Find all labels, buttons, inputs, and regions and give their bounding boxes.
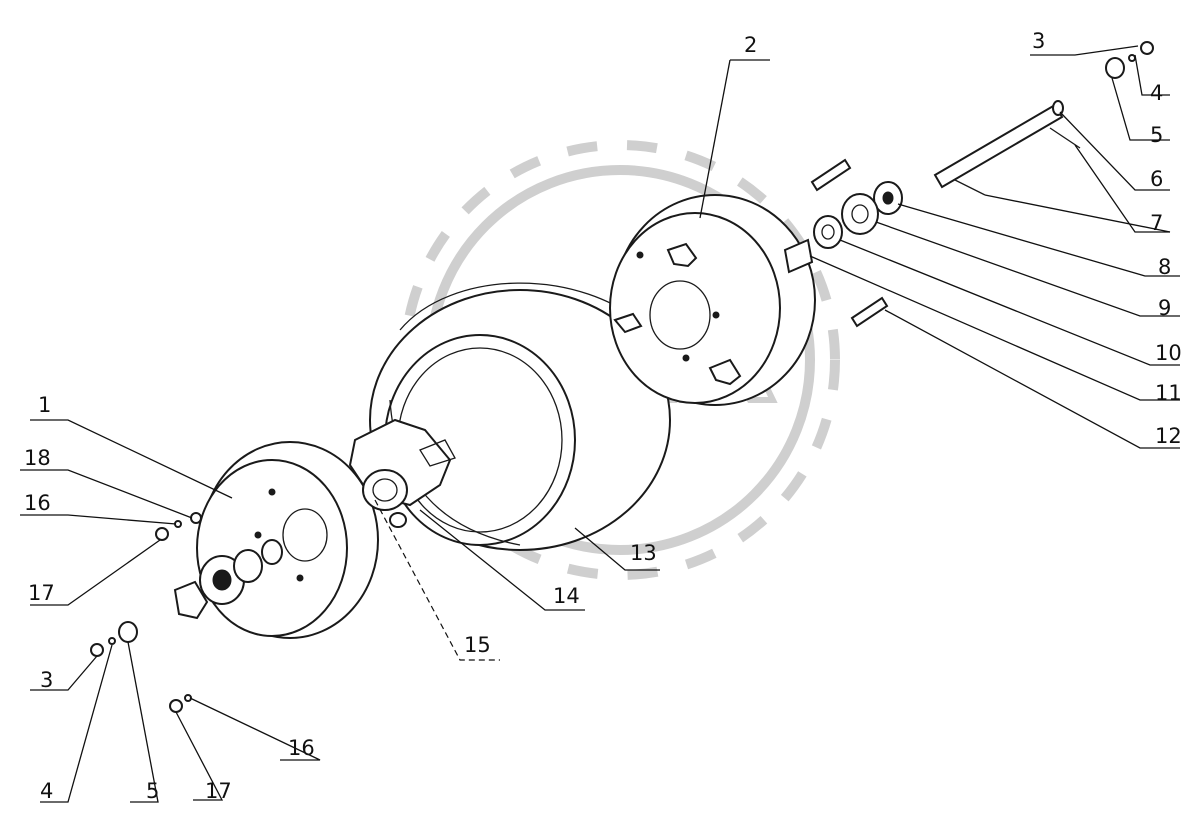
callout-4-left: 4	[40, 779, 53, 803]
callout-10: 10	[1155, 341, 1182, 365]
callout-15: 15	[464, 633, 491, 657]
callout-6: 6	[1150, 167, 1163, 191]
callout-17-left: 17	[28, 581, 55, 605]
leader-lines	[20, 45, 1180, 803]
callout-3-left: 3	[40, 668, 53, 692]
callout-11: 11	[1155, 381, 1182, 405]
front-hub-assembly	[173, 539, 283, 620]
callout-5-right: 5	[1150, 123, 1163, 147]
callout-17-bottom: 17	[205, 779, 232, 803]
callout-18: 18	[24, 446, 51, 470]
shaft-assembly	[783, 41, 1154, 328]
callout-5-left: 5	[146, 779, 159, 803]
callout-labels: 2 3 4 5 6 7 8 9 10 11 12 13 14 15 1 18 1…	[24, 29, 1182, 803]
part-14-caliper	[348, 418, 456, 528]
part-13-tire	[369, 282, 671, 551]
callout-16-bottom: 16	[288, 736, 315, 760]
callout-7: 7	[1150, 211, 1163, 235]
callout-1: 1	[38, 393, 51, 417]
callout-14: 14	[553, 584, 580, 608]
callout-9: 9	[1158, 296, 1171, 320]
part-1-front-drum	[196, 441, 379, 639]
part-2-drum-plate	[609, 194, 816, 406]
callout-4-right: 4	[1150, 81, 1163, 105]
callout-3-right: 3	[1032, 29, 1045, 53]
callout-13: 13	[630, 541, 657, 565]
callout-16-left: 16	[24, 491, 51, 515]
callout-2: 2	[744, 33, 757, 57]
callout-8: 8	[1158, 255, 1171, 279]
callout-12: 12	[1155, 424, 1182, 448]
